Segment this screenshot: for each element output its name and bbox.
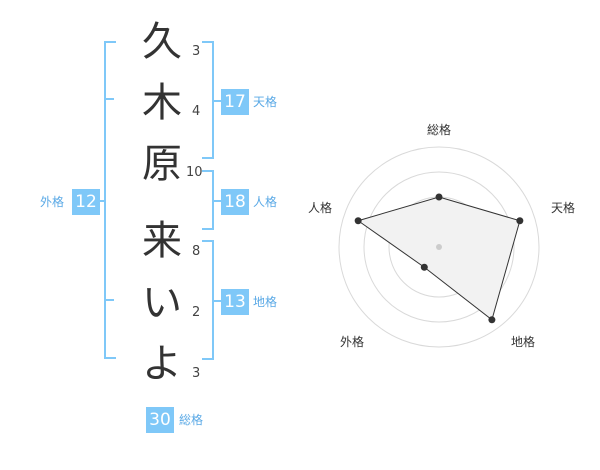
gaikaku-bracket-notch bbox=[104, 299, 114, 301]
jinkaku-connector bbox=[214, 200, 222, 202]
name-char-2: 木 bbox=[142, 80, 182, 126]
radar-label-chikaku: 地格 bbox=[511, 334, 535, 349]
gaikaku-bracket-notch bbox=[104, 98, 114, 100]
radar-label-soukaku: 総格 bbox=[427, 122, 451, 137]
radar-center-dot bbox=[436, 244, 442, 250]
jinkaku-bracket bbox=[202, 170, 214, 230]
radar-polygon bbox=[357, 196, 521, 321]
stroke-count-3: 10 bbox=[186, 165, 203, 180]
radar-point-3 bbox=[488, 316, 496, 324]
radar-point-4 bbox=[420, 263, 428, 271]
radar-points bbox=[354, 193, 524, 324]
stroke-count-6: 3 bbox=[192, 366, 201, 381]
jinkaku-badge: 18 bbox=[221, 189, 249, 215]
gaikaku-badge: 12 bbox=[72, 189, 100, 215]
name-char-4: 来 bbox=[142, 218, 182, 264]
chikaku-label: 地格 bbox=[253, 295, 278, 309]
radar-label-jinkaku: 人格 bbox=[308, 200, 332, 215]
radar-ring bbox=[338, 146, 540, 348]
jinkaku-label: 人格 bbox=[253, 195, 278, 209]
tenkaku-label: 天格 bbox=[253, 95, 278, 109]
soukaku-label: 総格 bbox=[179, 413, 204, 427]
chikaku-bracket bbox=[202, 240, 214, 360]
gaikaku-connector bbox=[98, 200, 106, 202]
tenkaku-badge: 17 bbox=[221, 89, 249, 115]
tenkaku-connector bbox=[214, 100, 222, 102]
stroke-count-5: 2 bbox=[192, 305, 201, 320]
radar-ring bbox=[363, 171, 515, 323]
radar-label-gaikaku: 外格 bbox=[340, 334, 364, 349]
stroke-count-2: 4 bbox=[192, 104, 201, 119]
radar-label-tenkaku: 天格 bbox=[551, 200, 575, 215]
stroke-count-4: 8 bbox=[192, 244, 201, 259]
radar-point-1 bbox=[435, 193, 443, 201]
chikaku-badge: 13 bbox=[221, 289, 249, 315]
tenkaku-bracket bbox=[202, 41, 214, 159]
soukaku-badge: 30 bbox=[146, 407, 174, 433]
name-char-5: い bbox=[142, 280, 182, 326]
stroke-count-1: 3 bbox=[192, 44, 201, 59]
name-char-6: よ bbox=[142, 341, 182, 387]
radar-point-2 bbox=[516, 217, 524, 225]
gaikaku-label: 外格 bbox=[40, 195, 65, 209]
name-char-3: 原 bbox=[142, 141, 182, 187]
chikaku-connector bbox=[214, 300, 222, 302]
radar-point-5 bbox=[354, 217, 362, 225]
name-char-1: 久 bbox=[142, 19, 182, 65]
